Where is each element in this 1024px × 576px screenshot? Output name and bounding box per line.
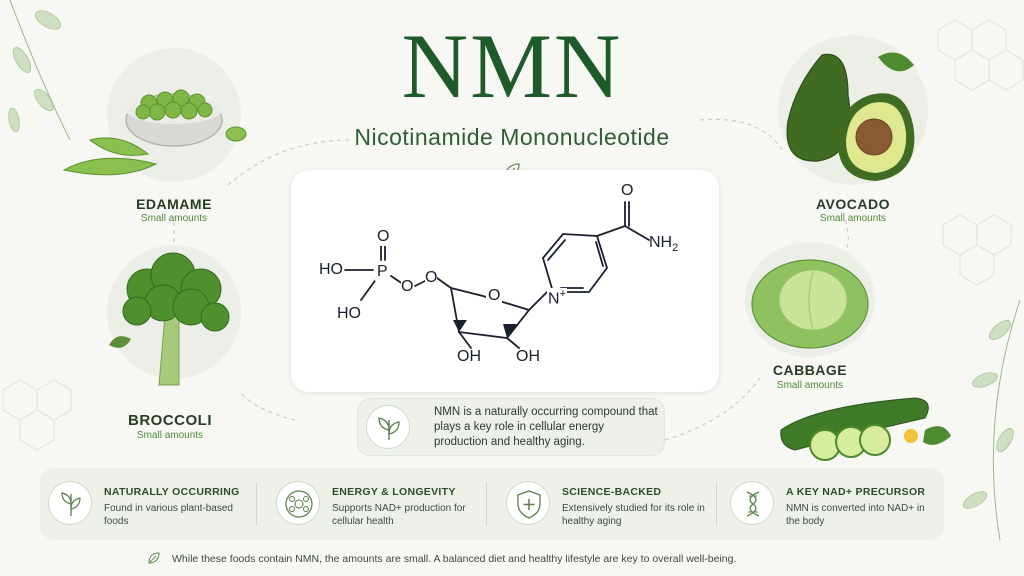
edamame-illustration xyxy=(125,89,223,147)
atom-label-n: N xyxy=(548,290,560,308)
atom-label-ring-o: O xyxy=(486,287,503,305)
food-amount-edamame: Small amounts xyxy=(140,213,208,224)
leaf-icon xyxy=(148,552,160,564)
atom-label-oh-right: OH xyxy=(516,348,540,365)
divider xyxy=(486,482,487,526)
feature-icon-badge xyxy=(276,481,320,525)
info-bubble: NMN is a naturally occurring compound th… xyxy=(357,398,665,456)
leaf-icon xyxy=(378,417,400,440)
avocado-illustration xyxy=(786,52,915,181)
food-amount-cabbage: Small amounts xyxy=(776,380,844,391)
footnote: While these foods contain NMN, the amoun… xyxy=(172,553,737,565)
charge-plus: + xyxy=(559,288,566,300)
edamame-pods xyxy=(62,126,247,176)
feature-title: SCIENCE-BACKED xyxy=(562,486,662,498)
molecule-panel: O HO P HO O O O OH OH N+ O NH2 xyxy=(291,170,719,392)
divider xyxy=(716,482,717,526)
feature-desc: NMN is converted into NAD+ in the body xyxy=(786,503,925,527)
cells-icon xyxy=(285,490,313,518)
edamame-image-circle xyxy=(107,48,241,182)
feature-icon-badge xyxy=(48,481,92,525)
atom-label-oh-left: OH xyxy=(457,348,481,365)
food-name-broccoli: BROCCOLI xyxy=(128,412,212,429)
subscript-2: 2 xyxy=(672,242,679,255)
food-amount-avocado: Small amounts xyxy=(819,213,887,224)
feature-icon-badge xyxy=(730,481,774,525)
feature-naturally-occurring: NATURALLY OCCURRING Found in various pla… xyxy=(48,468,248,540)
avocado-image-circle xyxy=(778,35,928,185)
page-title: NMN xyxy=(401,15,623,117)
feature-title: A KEY NAD+ PRECURSOR xyxy=(786,486,926,498)
atom-label-nh2: NH2 xyxy=(649,234,678,254)
feature-energy-longevity: ENERGY & LONGEVITY Supports NAD+ product… xyxy=(276,468,476,540)
shield-plus-icon xyxy=(517,490,541,519)
atom-label-n-plus: N+ xyxy=(547,288,567,309)
feature-desc: Extensively studied for its role in heal… xyxy=(562,503,705,527)
atom-label-amide-o: O xyxy=(621,182,634,199)
leaf-icon xyxy=(61,492,81,516)
page-subtitle: Nicotinamide Mononucleotide xyxy=(354,124,670,150)
atom-label-ho-left: HO xyxy=(319,261,343,278)
dna-icon xyxy=(746,491,760,517)
info-leaf-badge xyxy=(366,405,410,449)
cabbage-illustration xyxy=(751,259,869,349)
atom-label-ho-bottom: HO xyxy=(337,305,361,322)
atom-label-p: P xyxy=(375,263,390,281)
feature-nad-precursor: A KEY NAD+ PRECURSOR NMN is converted in… xyxy=(730,468,935,540)
cabbage-image-circle xyxy=(745,242,875,357)
feature-desc: Found in various plant-based foods xyxy=(104,503,233,527)
broccoli-illustration xyxy=(109,252,230,386)
features-bar: NATURALLY OCCURRING Found in various pla… xyxy=(40,468,944,540)
cucumber-illustration xyxy=(780,397,951,461)
feature-icon-badge xyxy=(506,481,550,525)
atom-label-o-a: O xyxy=(401,278,414,296)
feature-desc: Supports NAD+ production for cellular he… xyxy=(332,503,466,527)
info-text: NMN is a naturally occurring compound th… xyxy=(434,406,658,448)
food-name-edamame: EDAMAME xyxy=(136,196,212,212)
food-name-cabbage: CABBAGE xyxy=(772,362,848,378)
atom-label-nh: NH xyxy=(649,234,673,251)
food-amount-broccoli: Small amounts xyxy=(136,430,204,441)
feature-title: ENERGY & LONGEVITY xyxy=(332,486,456,498)
feature-title: NATURALLY OCCURRING xyxy=(104,486,240,498)
atom-label-o-top: O xyxy=(376,228,391,246)
food-name-avocado: AVOCADO xyxy=(815,196,891,212)
feature-science-backed: SCIENCE-BACKED Extensively studied for i… xyxy=(506,468,706,540)
nmn-structure-diagram xyxy=(344,201,650,349)
broccoli-image-circle xyxy=(107,245,241,386)
divider xyxy=(256,482,257,526)
atom-label-o-b: O xyxy=(425,269,438,287)
